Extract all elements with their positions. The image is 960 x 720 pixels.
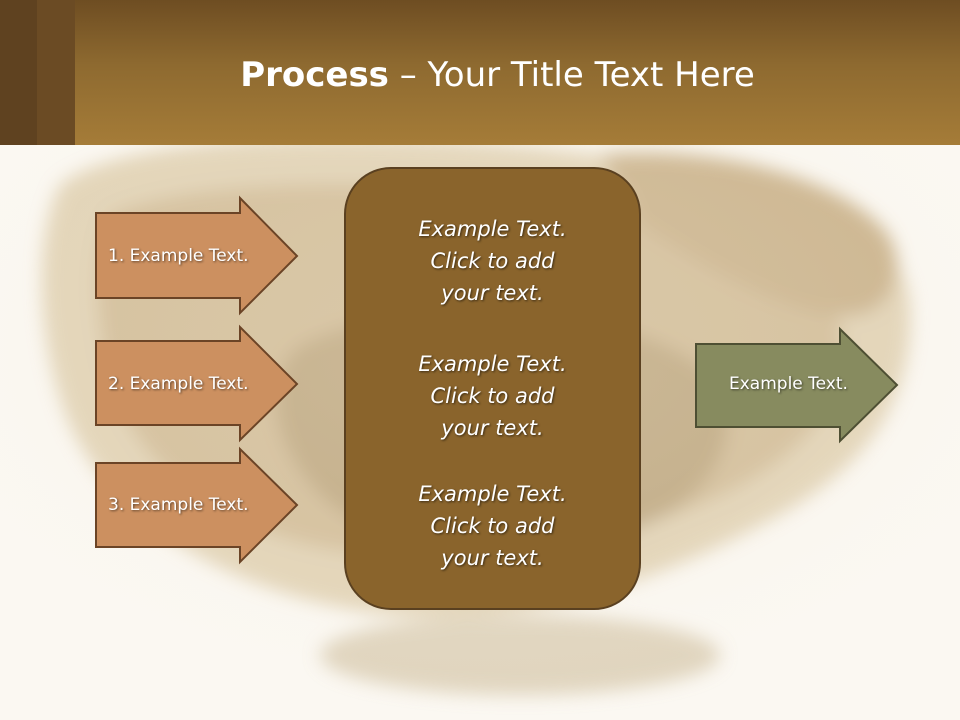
process-text-line: your text. [441, 416, 544, 440]
input-label-2: 2. Example Text. [108, 374, 249, 394]
slide-title[interactable]: Process – Your Title Text Here [75, 52, 920, 98]
process-text-line: Example Text. [418, 217, 567, 241]
process-text-block-1: Example Text. Click to add your text. [345, 213, 640, 309]
title-bar-accent-right [37, 0, 75, 145]
process-text-line: Example Text. [418, 482, 567, 506]
input-label-3: 3. Example Text. [108, 495, 249, 515]
slide-title-bold: Process [240, 55, 389, 95]
process-text-line: your text. [441, 281, 544, 305]
process-text-line: Example Text. [418, 352, 567, 376]
slide-title-rest: – Your Title Text Here [388, 55, 755, 95]
output-label: Example Text. [729, 374, 848, 394]
process-text-line: Click to add [430, 249, 555, 273]
process-text-line: your text. [441, 546, 544, 570]
input-arrow-2[interactable] [95, 324, 299, 443]
process-text-block-3: Example Text. Click to add your text. [345, 478, 640, 574]
process-text-line: Click to add [430, 514, 555, 538]
process-text-block-2: Example Text. Click to add your text. [345, 348, 640, 444]
title-bar [0, 0, 960, 145]
title-bar-accent-left [0, 0, 37, 145]
input-arrow-3[interactable] [95, 446, 299, 565]
input-arrow-1[interactable] [95, 195, 299, 316]
process-text-line: Click to add [430, 384, 555, 408]
process-box[interactable] [344, 167, 641, 610]
input-label-1: 1. Example Text. [108, 246, 249, 266]
output-arrow[interactable] [695, 326, 899, 444]
